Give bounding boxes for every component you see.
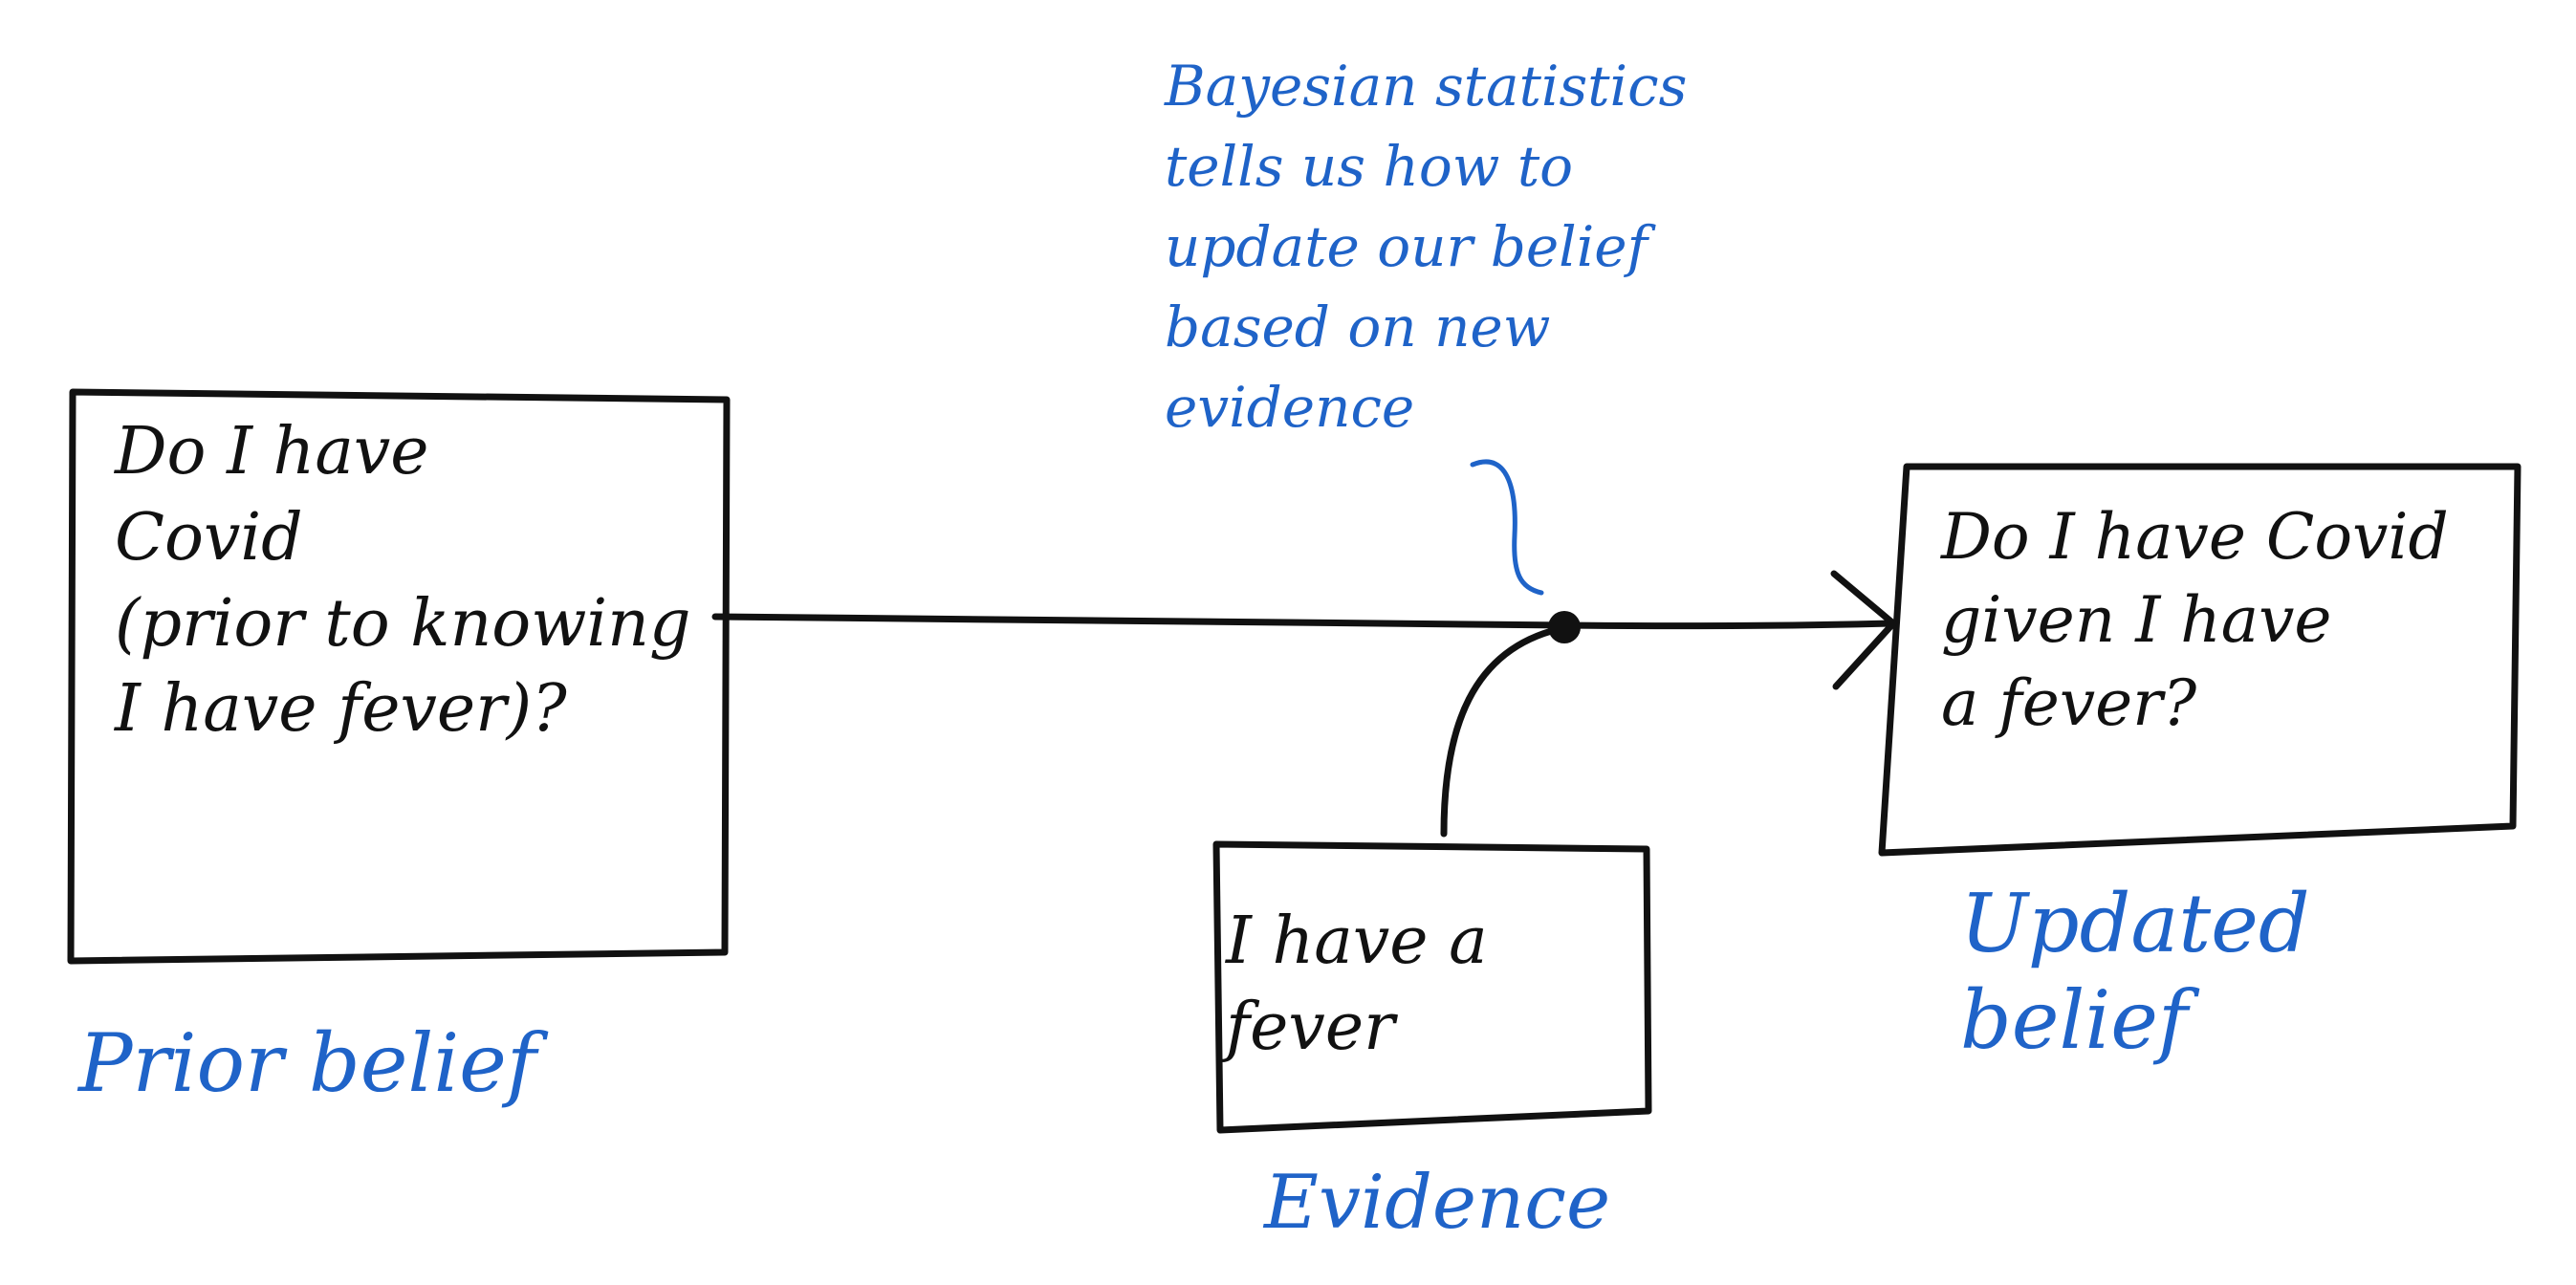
prior-belief-question: Do I have Covid (prior to knowing I have… [115,414,691,748]
bayesian-annotation: Bayesian statistics tells us how to upda… [1165,54,1688,441]
updated-belief-question: Do I have Covid given I have a fever? [1941,500,2449,741]
main-arrow-line [711,613,1895,630]
evidence-text: I have a fever [1226,904,1488,1065]
updated-belief-label: Updated belief [1960,877,2310,1067]
evidence-label: Evidence [1264,1160,1611,1246]
annotation-pointer [1470,459,1544,596]
evidence-connector [1440,625,1562,838]
evidence-box [1212,840,1652,1134]
updated-belief-box [1878,463,2521,857]
main-arrow-head [1830,570,1897,690]
prior-belief-label: Prior belief [78,1016,536,1110]
junction-dot [1548,611,1581,643]
prior-belief-box [67,388,731,965]
